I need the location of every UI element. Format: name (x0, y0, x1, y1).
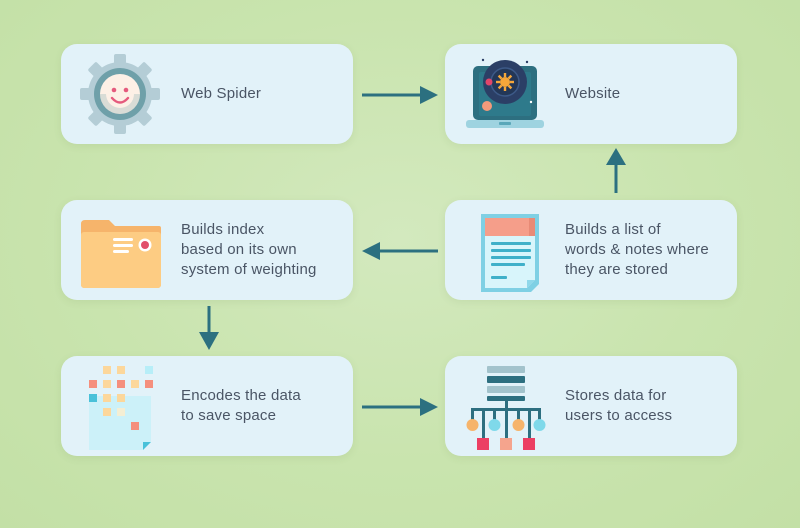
node-label: Stores data for users to access (565, 387, 673, 424)
encoded-grid-icon (89, 366, 153, 450)
document-list-icon (481, 214, 539, 292)
node-builds-list: Builds a list of words & notes where the… (445, 200, 737, 300)
node-website: Website (445, 44, 737, 144)
node-builds-index: Builds index based on its own system of … (61, 200, 353, 300)
node-encodes-data: Encodes the data to save space (61, 356, 353, 456)
arrow-encodes-to-stores (362, 398, 438, 416)
gear-smiley-icon (80, 54, 160, 134)
arrow-list-to-index (362, 242, 438, 260)
arrow-spider-to-website (362, 86, 438, 104)
node-label: Web Spider (181, 85, 262, 102)
node-label: Builds index based on its own system of … (181, 221, 317, 278)
laptop-globe-icon (466, 58, 544, 128)
node-stores-data: Stores data for users to access (445, 356, 737, 456)
database-tree-icon (466, 366, 546, 450)
folder-icon (81, 220, 161, 288)
node-label: Encodes the data to save space (181, 387, 301, 424)
arrow-index-to-encodes (199, 306, 219, 350)
node-web-spider: Web Spider (61, 44, 353, 144)
arrow-list-to-website (606, 148, 626, 193)
node-label: Website (565, 85, 621, 102)
node-label: Builds a list of words & notes where the… (565, 221, 709, 278)
